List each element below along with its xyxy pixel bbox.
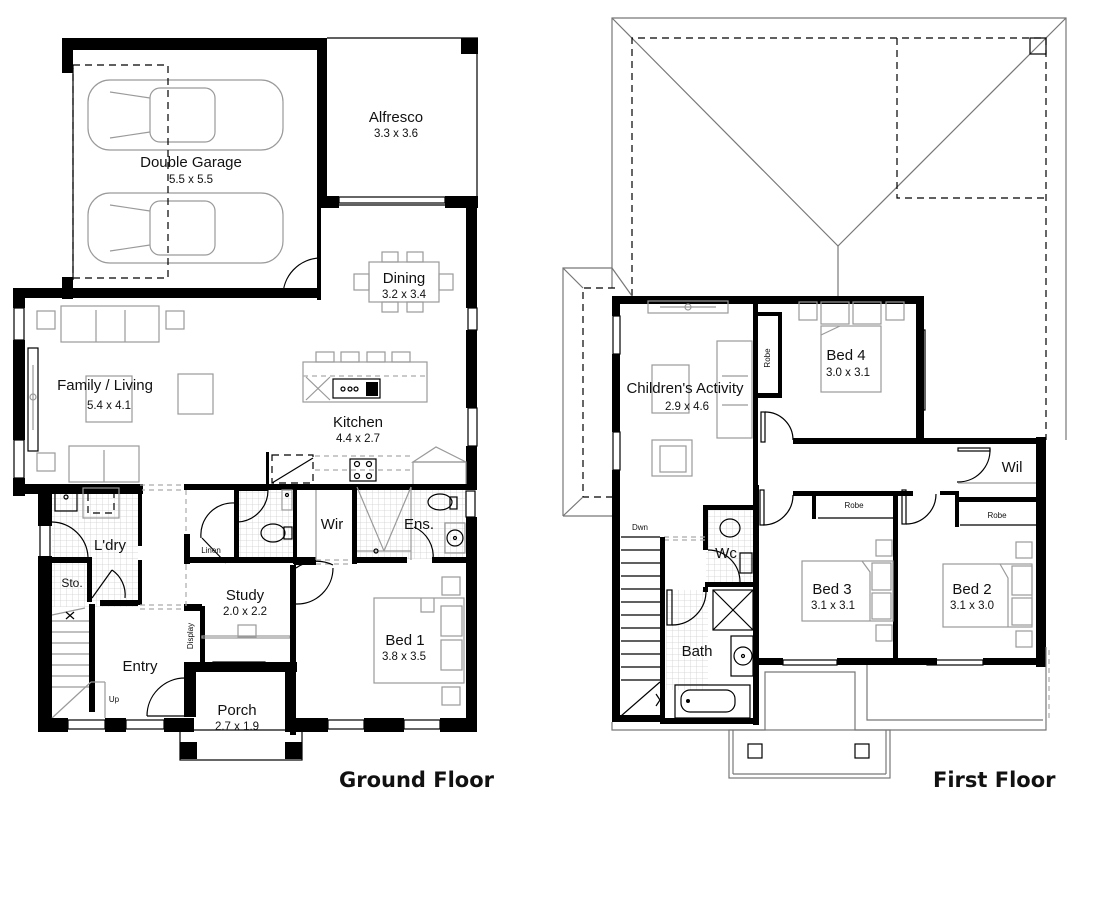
bed4-label: Bed 4: [826, 347, 865, 364]
laundry-label: L'dry: [94, 537, 127, 554]
car-icon: [87, 79, 284, 151]
bed1-size: 3.8 x 3.5: [382, 651, 426, 663]
powder-tiles: [237, 487, 293, 557]
garage-label: Double Garage: [140, 154, 242, 171]
garage-size: 5.5 x 5.5: [169, 174, 213, 186]
wir-label: Wir: [321, 516, 344, 533]
ground-floor-plan: [13, 37, 478, 761]
first-floor-stairs: [618, 536, 663, 722]
first-floor-plan: [562, 17, 1067, 779]
porch-label: Porch: [217, 702, 256, 719]
robe3-label: Robe: [844, 501, 864, 510]
bed2-label: Bed 2: [952, 581, 991, 598]
stairs-up-label: Up: [109, 695, 120, 704]
activity-size: 2.9 x 4.6: [665, 401, 709, 413]
storage-label: Sto.: [61, 576, 82, 590]
porch-size: 2.7 x 1.9: [215, 721, 259, 733]
dining-label: Dining: [383, 270, 426, 287]
car-icon: [87, 192, 284, 264]
kitchen-size: 4.4 x 2.7: [336, 433, 380, 445]
alfresco-label: Alfresco: [369, 109, 423, 126]
study-label: Study: [226, 587, 265, 604]
kitchen-label: Kitchen: [333, 414, 383, 431]
alfresco-size: 3.3 x 3.6: [374, 128, 418, 140]
dining-size: 3.2 x 3.4: [382, 289, 427, 301]
bed2-size: 3.1 x 3.0: [950, 600, 994, 612]
bed3-size: 3.1 x 3.1: [811, 600, 855, 612]
wil-label: Wil: [1002, 459, 1023, 476]
bed1-label: Bed 1: [385, 632, 424, 649]
first-floor-title: First Floor: [933, 768, 1056, 792]
robe4-label: Robe: [763, 348, 772, 368]
study-size: 2.0 x 2.2: [223, 606, 267, 618]
ground-floor-title: Ground Floor: [339, 768, 495, 792]
bath-label: Bath: [682, 643, 713, 660]
display-label: Display: [186, 623, 195, 649]
stairs-down-label: Dwn: [632, 523, 648, 532]
ground-stairs: [51, 607, 106, 719]
bed4-size: 3.0 x 3.1: [826, 367, 870, 379]
wc-label: Wc: [715, 545, 737, 562]
robe2-label: Robe: [987, 511, 1007, 520]
linen-label: Linen: [201, 546, 221, 555]
family-size: 5.4 x 4.1: [87, 400, 131, 412]
entry-label: Entry: [122, 658, 158, 675]
activity-label: Children's Activity: [626, 380, 744, 397]
ensuite-label: Ens.: [404, 516, 434, 533]
bed3-label: Bed 3: [812, 581, 851, 598]
family-label: Family / Living: [57, 377, 153, 394]
